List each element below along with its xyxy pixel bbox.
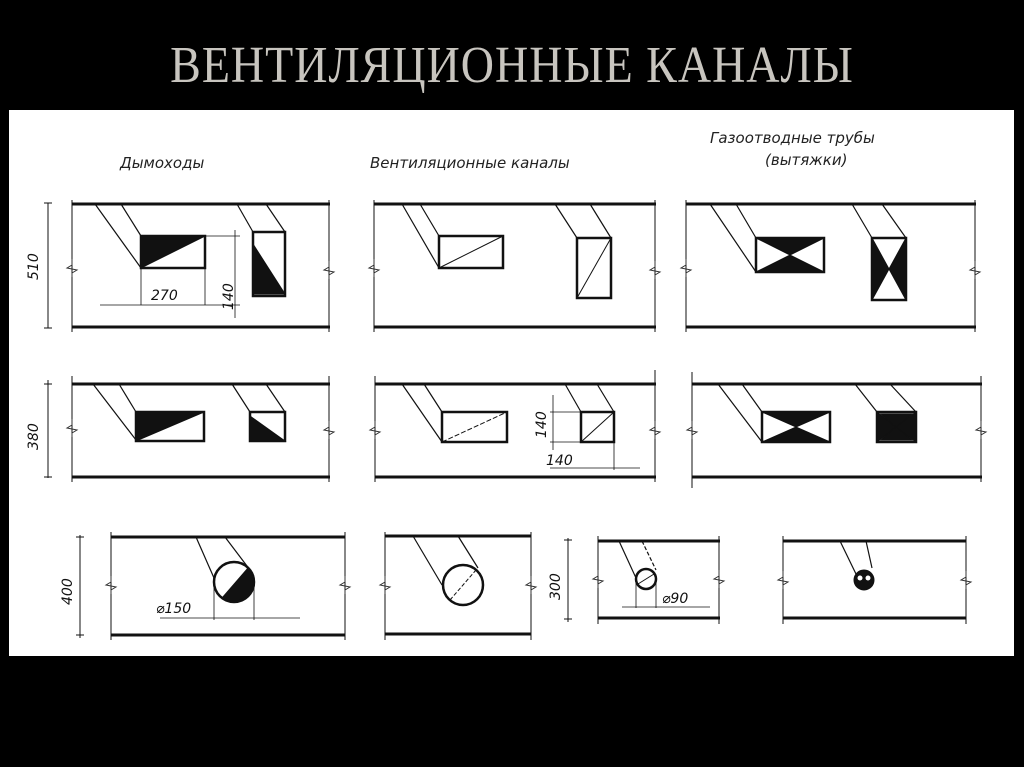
row-2-chimneys bbox=[44, 376, 335, 482]
chimney-height-dim: 140 bbox=[221, 283, 237, 310]
column-label-gas-pipes: Газоотводные трубы bbox=[710, 129, 875, 147]
vent-height-dim: 140 bbox=[534, 411, 550, 438]
drawing-panel: Дымоходы Вентиляционные каналы Газоотвод… bbox=[9, 110, 1014, 656]
column-label-vent-channels: Вентиляционные каналы bbox=[370, 154, 570, 172]
row-2-gas-pipes bbox=[686, 372, 987, 488]
round-vent-diameter: ⌀90 bbox=[662, 591, 688, 607]
row-3-gas-pipes bbox=[777, 536, 972, 624]
row-3-wall-thickness: 400 bbox=[60, 578, 76, 605]
row-1-gas-pipes bbox=[680, 200, 981, 332]
row-2-wall-thickness: 380 bbox=[26, 423, 42, 450]
row-3-vent-channels-small bbox=[564, 536, 725, 624]
round-chimney-diameter: ⌀150 bbox=[156, 601, 191, 617]
vent-width-dim: 140 bbox=[546, 453, 573, 469]
row-3-chimneys bbox=[76, 532, 351, 640]
row-2-vent-channels bbox=[369, 370, 661, 482]
slide-title: ВЕНТИЛЯЦИОННЫЕ КАНАЛЫ bbox=[170, 35, 854, 94]
column-label-gas-pipes-sub: (вытяжки) bbox=[765, 151, 847, 169]
row-1-wall-thickness: 510 bbox=[26, 253, 42, 280]
row-3-vent-channels bbox=[379, 532, 537, 640]
column-label-chimneys: Дымоходы bbox=[119, 154, 204, 172]
row-3-wall-thickness-2: 300 bbox=[548, 573, 564, 600]
row-1-vent-channels bbox=[368, 200, 661, 332]
row-1-chimneys bbox=[44, 200, 335, 332]
ventilation-channels-diagram: Дымоходы Вентиляционные каналы Газоотвод… bbox=[26, 129, 987, 640]
chimney-width-dim: 270 bbox=[151, 288, 178, 304]
